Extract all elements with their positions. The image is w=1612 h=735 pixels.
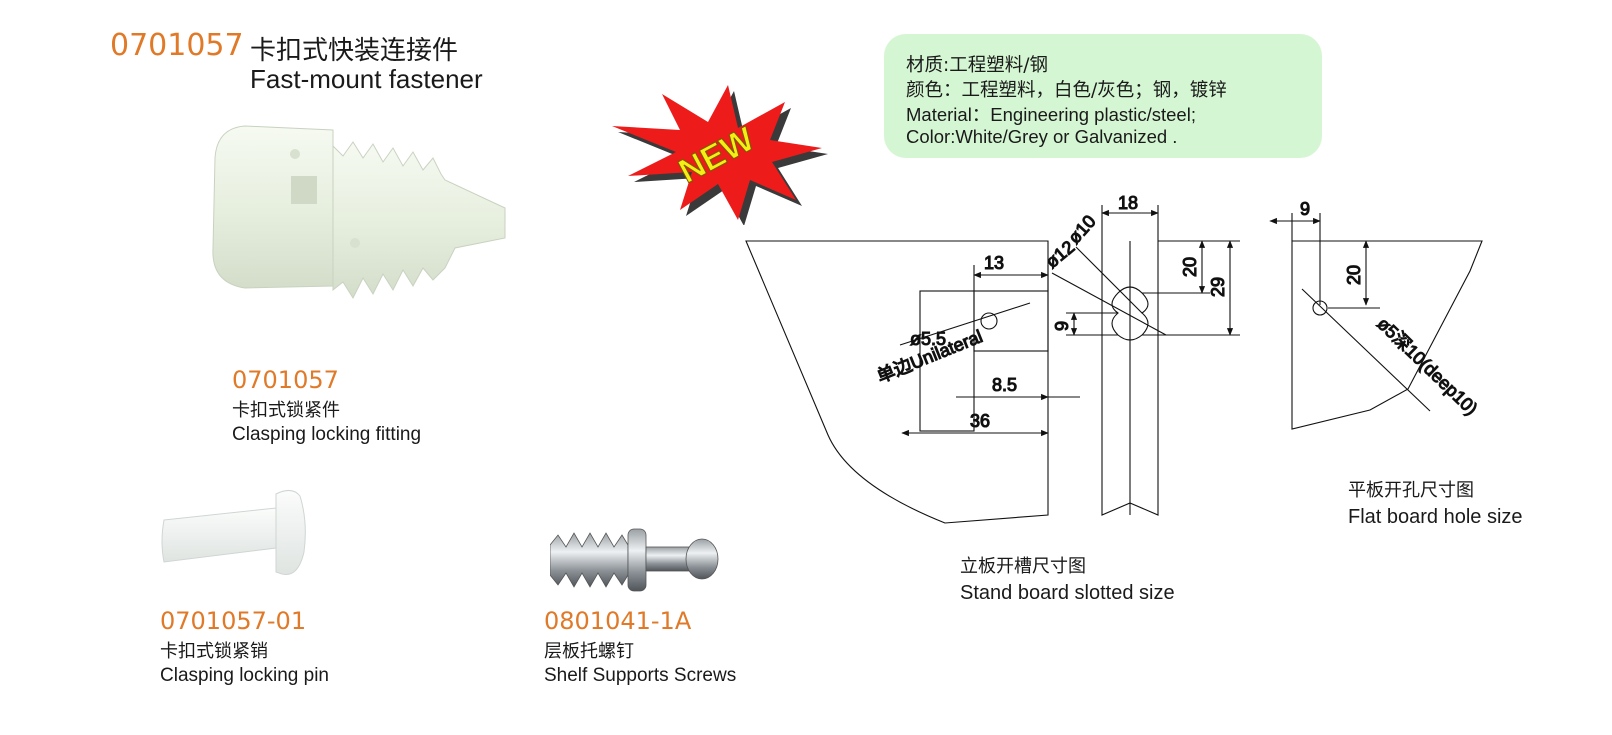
dim-8-5: 8.5	[992, 375, 1017, 395]
title-en: Fast-mount fastener	[250, 64, 483, 94]
flat-board-label-zh: 平板开孔尺寸图	[1348, 480, 1474, 501]
stand-board-label-zh: 立板开槽尺寸图	[960, 556, 1086, 577]
dim-20-a: 20	[1180, 257, 1200, 277]
product-screw: 0801041-1A 层板托螺钉 Shelf Supports Screws	[544, 607, 736, 687]
flat-board-view	[1269, 213, 1483, 430]
spec-material-zh: 材质:工程塑料/钢	[906, 55, 1048, 76]
flat-board-label-en: Flat board hole size	[1348, 506, 1523, 528]
product-fitting: 0701057 卡扣式锁紧件 Clasping locking fitting	[232, 366, 421, 446]
technical-drawing: 13 ø5.5 单边Unilateral 8.5 36 18 ø10 ø12 9…	[745, 192, 1483, 524]
stand-board-section	[1051, 205, 1240, 516]
stand-board-view	[745, 240, 1080, 524]
product-name-zh: 卡扣式锁紧销	[160, 641, 268, 662]
dim-29: 29	[1208, 277, 1228, 297]
product-name-zh: 卡扣式锁紧件	[232, 400, 340, 421]
dim-18: 18	[1118, 193, 1138, 213]
dim-20-b: 20	[1344, 265, 1364, 285]
flat-board-label: 平板开孔尺寸图 Flat board hole size	[1348, 476, 1523, 529]
title-code: 0701057	[110, 28, 244, 63]
spec-material-en: Material：Engineering plastic/steel;	[906, 104, 1196, 125]
stand-board-label: 立板开槽尺寸图 Stand board slotted size	[960, 552, 1175, 605]
dim-5-5: ø5.5	[910, 329, 946, 349]
new-badge: NEW	[612, 85, 828, 225]
dim-5-deep: ø5深10(deep10)	[1373, 313, 1481, 418]
dim-9-a: 9	[1052, 321, 1072, 331]
clasping-fitting-image	[212, 125, 506, 300]
dim-36: 36	[970, 411, 990, 431]
shelf-screw-image	[550, 528, 719, 592]
spec-box: 材质:工程塑料/钢 颜色：工程塑料，白色/灰色；钢，镀锌 Material：En…	[884, 34, 1322, 158]
product-code: 0701057-01	[160, 607, 307, 635]
product-name-zh: 层板托螺钉	[544, 641, 634, 662]
stand-board-label-en: Stand board slotted size	[960, 582, 1175, 604]
clasping-pin-image	[161, 490, 306, 576]
product-code: 0701057	[232, 366, 339, 394]
title-zh: 卡扣式快装连接件	[250, 36, 459, 66]
dim-13: 13	[984, 253, 1004, 273]
product-code: 0801041-1A	[544, 607, 692, 635]
dim-9-b: 9	[1300, 199, 1310, 219]
spec-color-zh: 颜色：工程塑料，白色/灰色；钢，镀锌	[906, 80, 1227, 101]
spec-color-en: Color:White/Grey or Galvanized .	[906, 126, 1178, 147]
product-name-en: Clasping locking pin	[160, 665, 329, 686]
product-name-en: Clasping locking fitting	[232, 424, 422, 445]
product-name-en: Shelf Supports Screws	[544, 665, 737, 686]
product-pin: 0701057-01 卡扣式锁紧销 Clasping locking pin	[160, 607, 329, 687]
